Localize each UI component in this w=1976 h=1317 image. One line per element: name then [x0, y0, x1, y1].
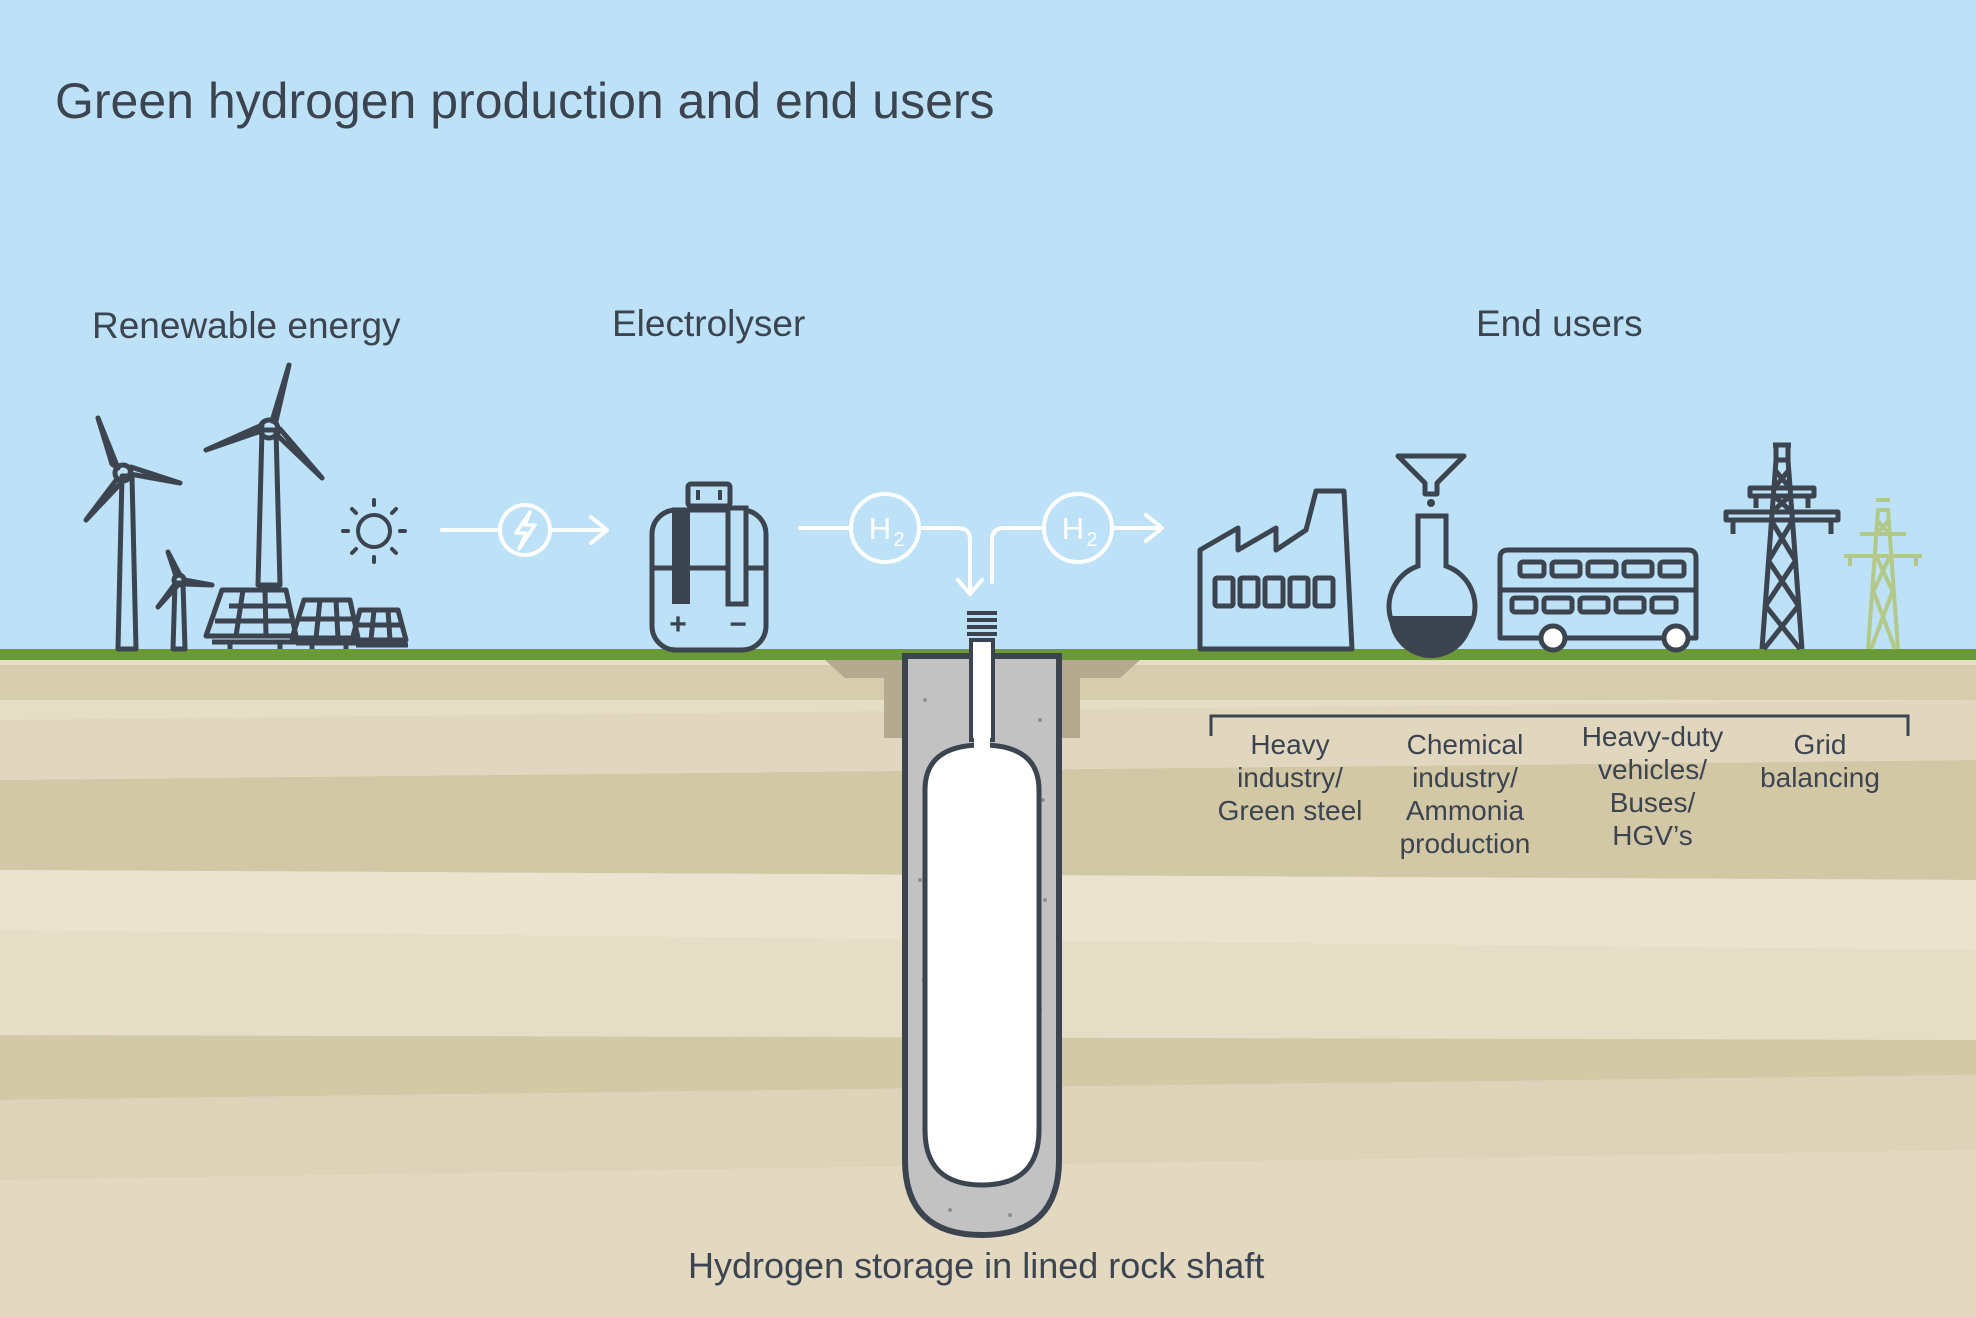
hydrogen-to-end-users-arrow: [990, 513, 1164, 584]
h2-icon: H 2: [1042, 492, 1114, 564]
storage-caption: Hydrogen storage in lined rock shaft: [688, 1245, 1265, 1286]
flask-icon: [1386, 453, 1478, 658]
solar-panels-icon: [203, 587, 409, 649]
green-pylon-icon: [1844, 498, 1922, 650]
storage-shaft: [825, 611, 1140, 1239]
electricity-flow-arrow: [440, 515, 609, 545]
lightning-icon: [498, 503, 552, 557]
sun-icon: [341, 498, 407, 564]
renewable-energy-label: Renewable energy: [92, 305, 401, 346]
pylon-icon: [1723, 442, 1841, 651]
bus-icon: [1497, 547, 1699, 653]
category-heavy-duty-vehicles: Heavy-duty vehicles/ Buses/ HGV’s: [1581, 721, 1724, 851]
electrolyser-icon: + −: [649, 481, 769, 653]
end-users-label: End users: [1476, 303, 1643, 344]
h2-subscript: 2: [893, 529, 904, 551]
h2-symbol: H: [1062, 511, 1084, 546]
category-chemical-industry: Chemical industry/ Ammonia production: [1399, 729, 1531, 859]
h2-symbol: H: [869, 511, 891, 546]
category-heavy-industry: Heavy industry/ Green steel: [1217, 729, 1363, 826]
h2-subscript: 2: [1086, 529, 1097, 551]
plus-terminal-label: +: [669, 608, 687, 641]
electrolyser-label: Electrolyser: [612, 303, 806, 344]
minus-terminal-label: −: [729, 608, 747, 641]
category-grid-balancing: Grid balancing: [1760, 729, 1880, 793]
wind-turbines-icon: [83, 362, 325, 652]
factory-icon: [1197, 488, 1355, 652]
end-users-bracket: [1209, 714, 1910, 736]
h2-icon: H 2: [849, 492, 921, 564]
hydrogen-to-storage-arrow: [798, 526, 984, 596]
diagram-title: Green hydrogen production and end users: [55, 73, 995, 129]
